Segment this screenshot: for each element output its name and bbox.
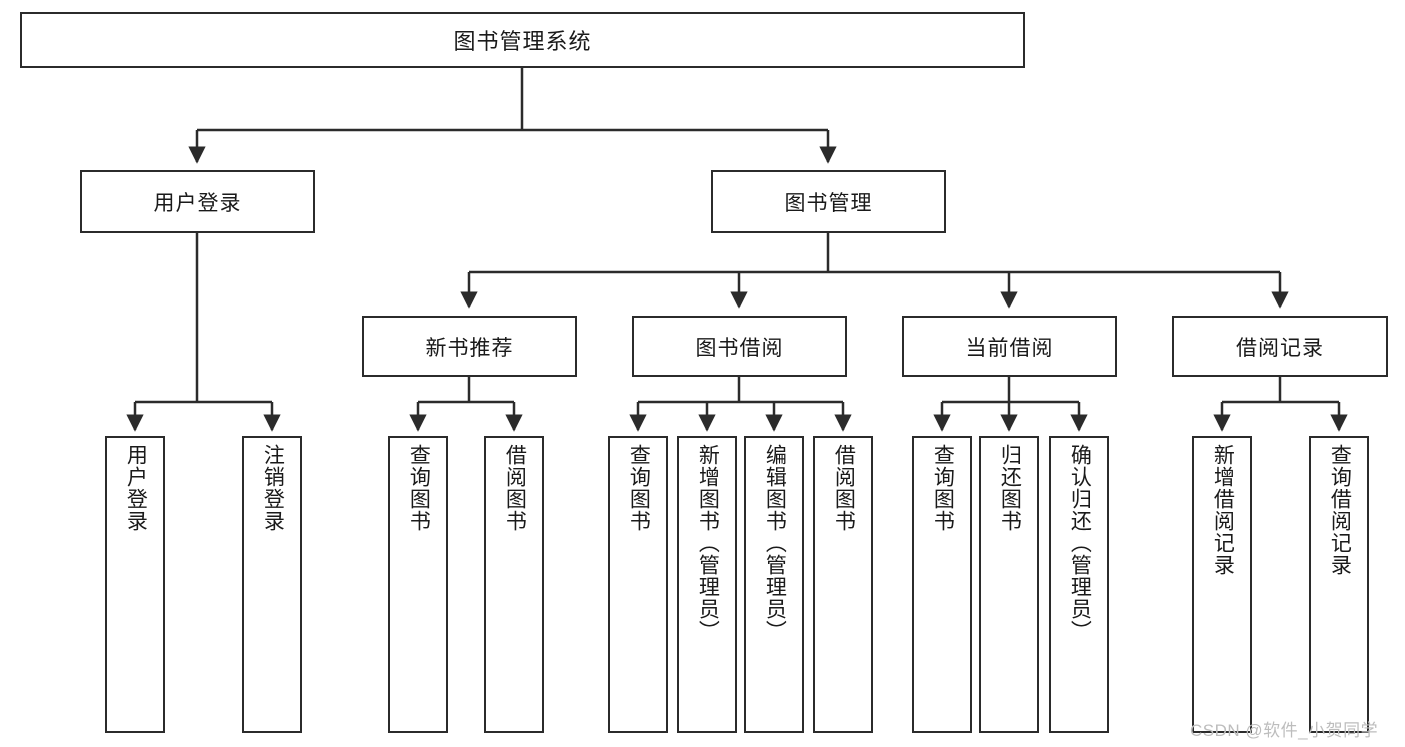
node-root-library-system[interactable]: 图书管理系统 <box>20 12 1025 68</box>
leaf-query-book-recommend[interactable]: 查询图书 <box>388 436 448 733</box>
node-label: 确认归还（管理员） <box>1068 444 1092 642</box>
node-label: 图书借阅 <box>695 336 784 360</box>
node-label: 注销登录 <box>261 444 285 532</box>
node-new-book-recommend[interactable]: 新书推荐 <box>362 316 577 377</box>
node-label: 借阅图书 <box>503 444 527 532</box>
node-label: 查询借阅记录 <box>1328 444 1352 576</box>
leaf-query-book-current[interactable]: 查询图书 <box>912 436 972 733</box>
node-label: 借阅记录 <box>1236 336 1324 360</box>
node-label: 归还图书 <box>998 444 1022 532</box>
node-user-login[interactable]: 用户登录 <box>80 170 315 233</box>
node-label: 用户登录 <box>124 444 148 532</box>
watermark: CSDN @软件_小贺同学 <box>1190 721 1379 740</box>
node-label: 查询图书 <box>407 444 431 532</box>
leaf-add-borrow-record[interactable]: 新增借阅记录 <box>1192 436 1252 733</box>
node-label: 编辑图书（管理员） <box>763 444 787 642</box>
node-book-borrow[interactable]: 图书借阅 <box>632 316 847 377</box>
leaf-borrow-book-recommend[interactable]: 借阅图书 <box>484 436 544 733</box>
node-label: 新书推荐 <box>425 336 514 360</box>
leaf-edit-book-admin[interactable]: 编辑图书（管理员） <box>744 436 804 733</box>
node-book-management[interactable]: 图书管理 <box>711 170 946 233</box>
node-label: 新增借阅记录 <box>1211 444 1235 576</box>
node-label: 新增图书（管理员） <box>696 444 720 642</box>
node-label: 图书管理系统 <box>453 29 592 54</box>
leaf-add-book-admin[interactable]: 新增图书（管理员） <box>677 436 737 733</box>
node-label: 借阅图书 <box>832 444 856 532</box>
leaf-borrow-book[interactable]: 借阅图书 <box>813 436 873 733</box>
leaf-return-book[interactable]: 归还图书 <box>979 436 1039 733</box>
leaf-logout[interactable]: 注销登录 <box>242 436 302 733</box>
node-label: 用户登录 <box>153 191 242 215</box>
node-label: 查询图书 <box>931 444 955 532</box>
leaf-confirm-return-admin[interactable]: 确认归还（管理员） <box>1049 436 1109 733</box>
node-borrow-record[interactable]: 借阅记录 <box>1172 316 1388 377</box>
leaf-query-borrow-record[interactable]: 查询借阅记录 <box>1309 436 1369 733</box>
leaf-user-login[interactable]: 用户登录 <box>105 436 165 733</box>
leaf-query-book-borrow[interactable]: 查询图书 <box>608 436 668 733</box>
node-label: 查询图书 <box>627 444 651 532</box>
node-label: 当前借阅 <box>965 336 1054 360</box>
node-current-borrow[interactable]: 当前借阅 <box>902 316 1117 377</box>
node-label: 图书管理 <box>784 191 873 215</box>
